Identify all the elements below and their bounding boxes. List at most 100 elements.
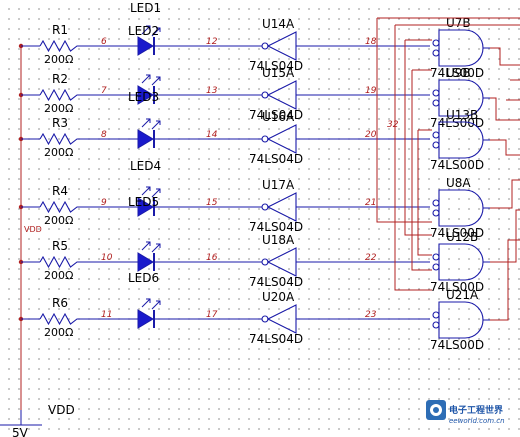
led-emission-arrow [151, 188, 161, 198]
led-emission-arrow-head [156, 243, 161, 248]
inverter-ref-label: U20A [262, 290, 295, 304]
nand-input-bubble [432, 89, 440, 97]
led-emission-arrow-head [146, 118, 151, 123]
nand-ref-label: U7B [446, 16, 471, 30]
net-label: 6 [101, 37, 107, 47]
nand-ref-label: U9B [446, 66, 471, 80]
led-emission-arrow-head [146, 241, 151, 246]
nand-input-bubble [432, 39, 440, 47]
resistor-value-label: 200Ω [44, 53, 73, 66]
net-label: 12 [206, 37, 218, 47]
inverter-symbol [266, 247, 297, 277]
led-emission-arrow [151, 300, 161, 310]
resistor-symbol [39, 312, 80, 326]
inverter-type-label: 74LS04D [249, 108, 303, 122]
inverter-type-label: 74LS04D [249, 332, 303, 346]
net-label: 18 [365, 37, 377, 47]
net-label: 21 [365, 198, 376, 208]
net-label: 7 [101, 86, 107, 96]
inverter-ref-label: U14A [262, 17, 295, 31]
led-symbol [137, 85, 154, 105]
led-emission-arrow-head [146, 74, 151, 79]
led-ref-label: LED4 [130, 159, 161, 173]
led-emission-arrow [141, 118, 151, 128]
led-emission-arrow-head [156, 188, 161, 193]
led-emission-arrow [151, 27, 161, 37]
inverter-type-label: 74LS04D [249, 59, 303, 73]
led-emission-arrow [151, 120, 161, 130]
right-routing-wires [376, 17, 520, 321]
nand-type-label: 74LS00D [430, 66, 484, 80]
eeworld-logo-icon [426, 400, 446, 420]
net-label: 22 [365, 253, 377, 263]
led-emission-arrow-head [156, 27, 161, 32]
inverter-symbol [266, 192, 297, 222]
nand-gate-symbol [438, 189, 484, 227]
nand-ref-label: U21A [446, 288, 479, 302]
vdd-rail-label: VDD [24, 225, 42, 234]
signal-rows: R1 200Ω 6 12 18 U14A 74LS04D U7B 74LS00D R2 200Ω 7 1… [18, 1, 490, 352]
resistor-value-label: 200Ω [44, 269, 73, 282]
nand-type-label: 74LS00D [430, 280, 484, 294]
led-ref-label: LED6 [128, 271, 159, 285]
resistor-ref-label: R4 [52, 184, 68, 198]
net-label-32: 32 [387, 120, 399, 130]
nand-input-bubble [432, 49, 440, 57]
inverter-ref-label: U15A [262, 66, 295, 80]
inverter-ref-label: U17A [262, 178, 295, 192]
inverter-symbol [266, 31, 297, 61]
resistor-symbol [39, 39, 80, 53]
resistor-value-label: 200Ω [44, 146, 73, 159]
net-label: 10 [101, 253, 113, 263]
led-ref-label: LED1 [130, 1, 161, 15]
inverter-type-label: 74LS04D [249, 152, 303, 166]
nand-type-label: 74LS00D [430, 116, 484, 130]
led-emission-arrow-head [146, 25, 151, 30]
resistor-ref-label: R2 [52, 72, 68, 86]
led-emission-arrow [141, 74, 151, 84]
nand-input-bubble [432, 321, 440, 329]
led-symbol [137, 197, 154, 217]
led-emission-arrow-head [156, 120, 161, 125]
net-label: 15 [206, 198, 218, 208]
resistor-value-label: 200Ω [44, 102, 73, 115]
nand-gate-symbol [438, 121, 484, 159]
resistor-ref-label: R1 [52, 23, 68, 37]
led-emission-arrow [151, 243, 161, 253]
inverter-symbol [266, 304, 297, 334]
nand-type-label: 74LS00D [430, 158, 484, 172]
net-label: 11 [101, 310, 112, 320]
led-symbol [137, 309, 154, 329]
resistor-symbol [39, 132, 80, 146]
nand-input-bubble [432, 199, 440, 207]
nand-input-bubble [432, 99, 440, 107]
resistor-value-label: 200Ω [44, 214, 73, 227]
resistor-ref-label: R3 [52, 116, 68, 130]
inverter-symbol [266, 80, 297, 110]
inverter-type-label: 74LS04D [249, 220, 303, 234]
net-label: 17 [206, 310, 218, 320]
led-ref-label: LED2 [128, 24, 159, 38]
nand-gate-symbol [438, 243, 484, 281]
led-emission-arrow-head [146, 298, 151, 303]
nand-ref-label: U8A [446, 176, 471, 190]
inverter-symbol [266, 124, 297, 154]
nand-input-bubble [432, 141, 440, 149]
net-label: 23 [365, 310, 377, 320]
led-emission-arrow [141, 241, 151, 251]
vdd-supply-label: VDD [48, 403, 75, 417]
net-label: 16 [206, 253, 218, 263]
led-symbol [137, 129, 154, 149]
led-emission-arrow [141, 298, 151, 308]
inverter-ref-label: U16A [262, 110, 295, 124]
net-label: 20 [365, 130, 377, 140]
led-emission-arrow-head [146, 186, 151, 191]
inverter-ref-label: U18A [262, 233, 295, 247]
nand-input-bubble [432, 131, 440, 139]
nand-input-bubble [432, 209, 440, 217]
